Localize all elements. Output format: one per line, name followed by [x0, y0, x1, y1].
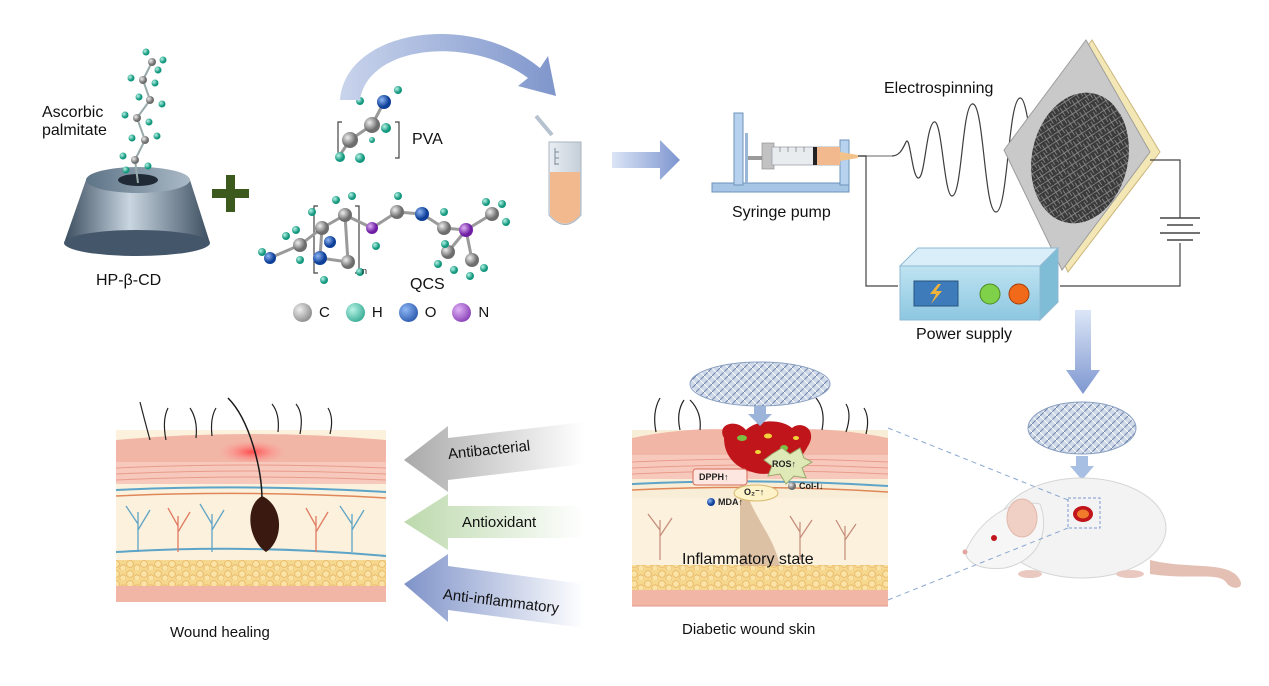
pva-label: PVA — [412, 131, 443, 148]
col1-label: Col-I↓ — [799, 481, 824, 491]
battery-icon — [1160, 217, 1200, 241]
legend-item-nitrogen: N — [452, 303, 489, 322]
legend-label-oxygen: O — [424, 304, 437, 321]
ascorbic-palmitate-label-line1: Ascorbic — [42, 104, 104, 121]
oxygen-atom-icon — [398, 303, 418, 322]
nanofiber-mesh-patch — [1027, 401, 1137, 455]
electrospinning-label: Electrospinning — [884, 80, 994, 97]
plus-icon — [212, 175, 249, 212]
electrospinning-jet — [891, 97, 1043, 213]
legend-item-oxygen: O — [398, 303, 437, 322]
carbon-atom-icon — [293, 303, 312, 322]
test-tube-icon — [534, 114, 582, 225]
effect-antioxidant-label: Antioxidant — [462, 514, 537, 531]
legend-label-carbon: C — [319, 304, 330, 321]
legend-item-hydrogen: H — [345, 303, 383, 322]
legend-item-carbon: C — [293, 303, 330, 322]
nitrogen-atom-icon — [452, 303, 472, 322]
ros-label: ROS↑ — [772, 459, 797, 469]
atom-legend: C H O N — [293, 303, 499, 322]
ascorbic-palmitate-molecule — [119, 48, 167, 184]
hp-beta-cd-label: HP-β-CD — [96, 272, 162, 289]
wound-healing-label: Wound healing — [170, 624, 270, 641]
qcs-structure — [258, 192, 510, 284]
power-supply-box — [898, 246, 1060, 322]
arrow-to-syringe — [612, 140, 680, 180]
syringe-pump-label: Syringe pump — [732, 204, 831, 221]
pva-structure — [335, 86, 402, 163]
superoxide-label: O₂⁻↑ — [744, 487, 765, 497]
legend-label-nitrogen: N — [478, 304, 490, 321]
effect-arrows — [404, 422, 584, 628]
arrow-mesh-to-mouse — [1070, 456, 1094, 480]
subscript-n: n — [362, 266, 368, 276]
ascorbic-palmitate-label-line2: palmitate — [42, 122, 107, 139]
arrow-down-to-mouse — [1066, 310, 1100, 394]
mda-label: MDA↑ — [718, 497, 743, 507]
healed-skin-block — [115, 397, 387, 602]
dpph-label: DPPH↑ — [699, 472, 729, 482]
curved-mixing-arrow — [340, 34, 556, 100]
qcs-label: QCS — [410, 276, 445, 293]
diabetic-wound-skin-label: Diabetic wound skin — [682, 621, 816, 638]
legend-label-hydrogen: H — [371, 304, 383, 321]
collector-plate — [1003, 39, 1161, 273]
syringe-pump-icon — [711, 112, 892, 193]
circuit-wires — [858, 155, 1181, 287]
diabetic-skin-block — [631, 361, 889, 607]
hydrogen-atom-icon — [345, 303, 365, 322]
power-supply-label: Power supply — [916, 326, 1013, 343]
inflammatory-state-label: Inflammatory state — [682, 551, 814, 568]
mouse-illustration — [962, 477, 1242, 588]
